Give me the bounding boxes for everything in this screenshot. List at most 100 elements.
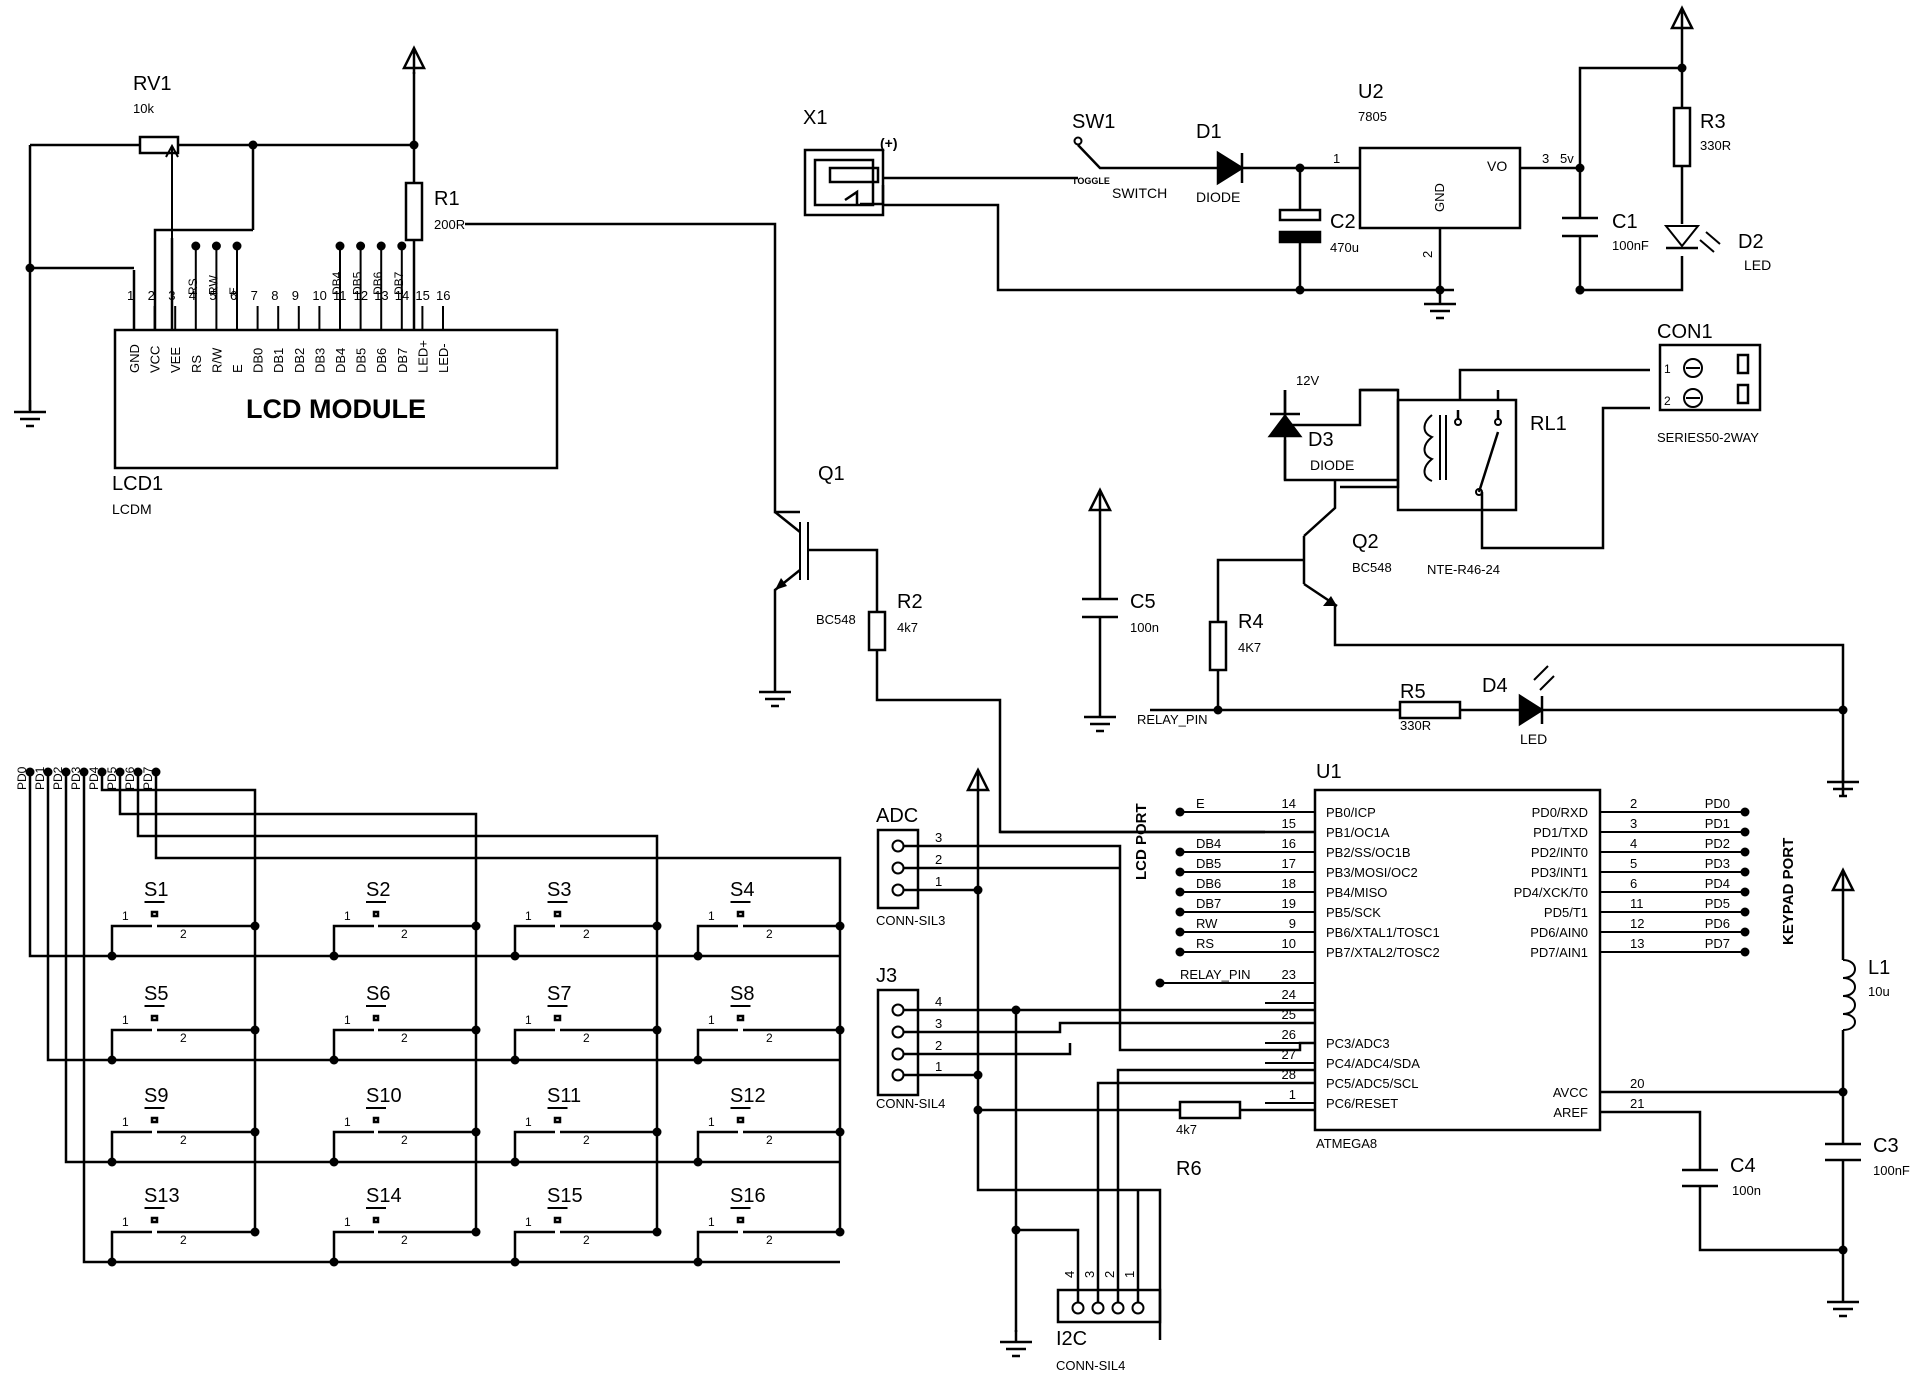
junction-dot (25, 263, 35, 273)
switch-pin: 1 (344, 1115, 351, 1129)
lcd-val: LCDM (112, 501, 152, 517)
junction-dot (1677, 63, 1687, 73)
x1-plus: (+) (880, 135, 898, 151)
u1-pin-name: PD3/INT1 (1531, 865, 1588, 880)
j3-ref: J3 (876, 965, 897, 987)
keypad-net-label: PD4 (1705, 876, 1730, 891)
c4-ref: C4 (1730, 1155, 1756, 1177)
junction-dot (409, 140, 419, 150)
junction-dot (107, 1257, 117, 1267)
u1-pin-name: PD6/AIN0 (1530, 925, 1588, 940)
u1-pin-name: PB3/MOSI/OC2 (1326, 865, 1418, 880)
u1-pin-name: PB1/OC1A (1326, 825, 1390, 840)
lcd-pin-label: LED- (436, 343, 451, 373)
con1-pin: 1 (1664, 362, 1671, 376)
u1-pin-num: 18 (1282, 876, 1296, 891)
lcd-pin-number: 9 (292, 288, 299, 303)
u1-pin-name: PC6/RESET (1326, 1096, 1398, 1111)
junction-dot (1435, 285, 1445, 295)
junction-dot (693, 951, 703, 961)
u2-pin: 1 (1333, 151, 1340, 166)
junction-dot (471, 1025, 481, 1035)
lcd-pin-label: DB3 (312, 348, 327, 373)
relay-section: CON1SERIES50-2WAY12RL1NTE-R46-2412VD3DIO… (1082, 321, 1859, 798)
switch-ref: S3 (547, 879, 571, 901)
ground-symbol (759, 680, 791, 708)
i2c-ref: I2C (1056, 1328, 1087, 1350)
keypad-net-label: PD2 (1705, 836, 1730, 851)
junction-dot (1740, 827, 1750, 837)
switch-pin: 1 (122, 909, 129, 923)
switch-pin: 2 (766, 1133, 773, 1147)
l1-val: 10u (1868, 984, 1890, 999)
junction-dot (232, 241, 242, 251)
junction-dot (652, 1127, 662, 1137)
ground-symbol (1424, 292, 1456, 320)
q1-ref: Q1 (818, 463, 845, 485)
i2c-val: CONN-SIL4 (1056, 1358, 1125, 1373)
switch-pin: 1 (122, 1215, 129, 1229)
lcd-pin-number: 16 (436, 288, 450, 303)
lcd-pin-number: 6 (230, 288, 237, 303)
i2c-pin: 4 (1062, 1271, 1077, 1278)
lcd-pin-label: GND (127, 344, 142, 373)
keypad-net-label: PD7 (141, 766, 155, 790)
switch-ref: S16 (730, 1185, 766, 1207)
junction-dot (1213, 705, 1223, 715)
j3-pin: 4 (935, 994, 942, 1009)
u1-pin-num: 17 (1282, 856, 1296, 871)
switch-pin: 1 (344, 909, 351, 923)
u1-pin-name: PB5/SCK (1326, 905, 1381, 920)
c5-ref: C5 (1130, 591, 1156, 613)
lcd-pin-label: DB2 (292, 348, 307, 373)
switch-pin: 2 (583, 1133, 590, 1147)
switch-ref: S2 (366, 879, 390, 901)
junction-dot (211, 241, 221, 251)
junction-dot (471, 1127, 481, 1137)
vcc-arrow-symbol (1669, 5, 1695, 34)
j3-val: CONN-SIL4 (876, 1096, 945, 1111)
x1-ref: X1 (803, 107, 827, 129)
u1-pin-num: 26 (1282, 1027, 1296, 1042)
u1-pin-name: PD2/INT0 (1531, 845, 1588, 860)
relay-pin-net: RELAY_PIN (1137, 712, 1208, 727)
u1-pin-name: PC4/ADC4/SDA (1326, 1056, 1420, 1071)
c5-val: 100n (1130, 620, 1159, 635)
adc-pin: 3 (935, 830, 942, 845)
u2-gnd: GND (1432, 183, 1447, 212)
junction-dot (356, 241, 366, 251)
junction-dot (471, 1227, 481, 1237)
switch-pin: 1 (708, 1215, 715, 1229)
u1-pin-name: PB2/SS/OC1B (1326, 845, 1411, 860)
switch-pin: 2 (583, 1233, 590, 1247)
switch-pin: 2 (180, 1133, 187, 1147)
lcd-pin-label: DB5 (354, 348, 369, 373)
sw1-sub: TOGGLE (1072, 176, 1110, 186)
d2-val: LED (1744, 257, 1771, 273)
vcc-arrow-symbol (401, 45, 427, 74)
ground-symbol (1827, 770, 1859, 798)
r3-val: 330R (1700, 138, 1731, 153)
r1-ref: R1 (434, 188, 460, 210)
keypad-net-label: PD6 (1705, 916, 1730, 931)
switch-pin: 1 (344, 1013, 351, 1027)
vcc-arrow-symbol (1830, 867, 1856, 896)
ground-symbol (1084, 705, 1116, 733)
switch-pin: 2 (766, 1233, 773, 1247)
switch-ref: S6 (366, 983, 390, 1005)
lcd-pin-label: DB0 (251, 348, 266, 373)
lcd-pin-label: LED+ (415, 340, 430, 373)
adc-ref: ADC (876, 805, 918, 827)
q2-val: BC548 (1352, 560, 1392, 575)
lcd-pin-number: 4 (189, 288, 196, 303)
junction-dot (652, 1227, 662, 1237)
u1-pin-num: 11 (1630, 896, 1644, 911)
junction-dot (1175, 867, 1185, 877)
lcd-net-label: DB4 (330, 271, 344, 295)
junction-dot (973, 1070, 983, 1080)
